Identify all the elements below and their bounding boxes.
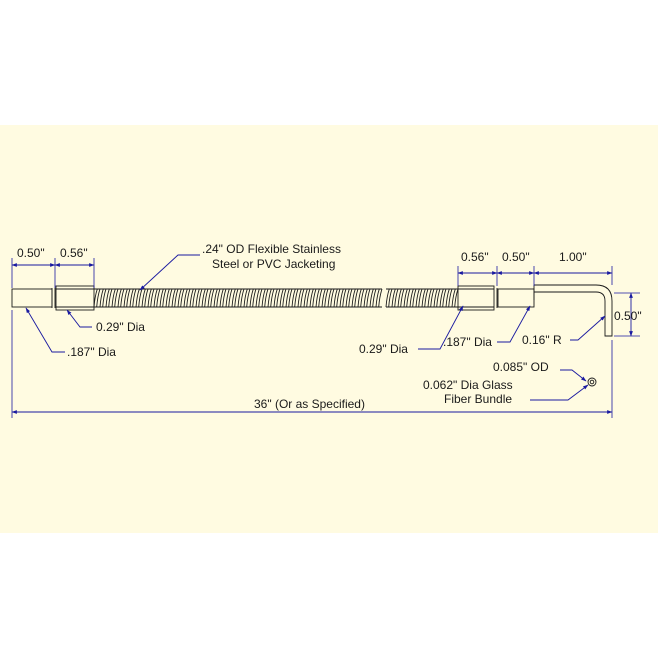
left-length-2-label: 0.56" — [60, 246, 88, 260]
right-dimensions — [418, 266, 640, 401]
coil-winding — [385, 288, 393, 308]
coil-winding — [153, 288, 161, 308]
bend-radius-label: 0.16" R — [522, 333, 562, 347]
drawing-band — [0, 125, 658, 533]
coil-winding — [219, 288, 227, 308]
coil-winding — [357, 288, 365, 308]
coil-winding — [273, 288, 281, 308]
coil-winding — [363, 288, 371, 308]
left-end-fitting — [11, 285, 95, 311]
coil-winding — [403, 288, 411, 308]
coil-winding — [309, 288, 317, 308]
coil-winding — [427, 288, 435, 308]
right-length-2-label: 0.50" — [502, 250, 530, 264]
coil-winding — [409, 288, 417, 308]
jacket-note-line2: Steel or PVC Jacketing — [212, 257, 335, 271]
coil-winding — [99, 288, 107, 308]
coil-winding — [231, 288, 239, 308]
coil-winding — [321, 288, 329, 308]
left-ferrule-dia-label: 0.29" Dia — [96, 320, 145, 334]
coil-winding — [177, 288, 185, 308]
bend-height-label: 0.50" — [614, 309, 642, 323]
coil-winding — [123, 288, 131, 308]
coil-winding — [159, 288, 167, 308]
od-label: 0.085" OD — [493, 360, 549, 374]
coil-winding — [201, 288, 209, 308]
coil-winding — [117, 288, 125, 308]
coil-winding — [327, 288, 335, 308]
coil-winding — [171, 288, 179, 308]
coil-winding — [189, 288, 197, 308]
overall-length-label: 36" (Or as Specified) — [254, 397, 365, 411]
coil-winding — [267, 288, 275, 308]
coil-winding — [237, 288, 245, 308]
coil-winding — [225, 288, 233, 308]
coil-winding — [421, 288, 429, 308]
coil-winding — [255, 288, 263, 308]
coil-winding — [297, 288, 305, 308]
coil-winding — [195, 288, 203, 308]
flexible-jacket-right — [385, 288, 459, 308]
coil-winding — [213, 288, 221, 308]
coil-winding — [183, 288, 191, 308]
right-end-fitting — [457, 284, 613, 337]
right-ferrule — [457, 285, 495, 311]
coil-winding — [315, 288, 323, 308]
bundle-note-line1: 0.062" Dia Glass — [423, 378, 513, 392]
coil-winding — [93, 288, 101, 308]
coil-winding — [165, 288, 173, 308]
jacket-note-line1: .24" OD Flexible Stainless — [202, 242, 341, 256]
left-tip-dia-label: .187" Dia — [67, 345, 116, 359]
coil-winding — [147, 288, 155, 308]
coil-winding — [291, 288, 299, 308]
coil-winding — [445, 288, 453, 308]
coil-winding — [351, 288, 359, 308]
bundle-note-line2: Fiber Bundle — [444, 392, 512, 406]
coil-winding — [391, 288, 399, 308]
coil-winding — [369, 288, 377, 308]
coil-winding — [339, 288, 347, 308]
coil-winding — [375, 288, 383, 308]
right-length-3-label: 1.00" — [559, 250, 587, 264]
coil-winding — [129, 288, 137, 308]
fiber-end-view — [587, 377, 597, 387]
coil-winding — [439, 288, 447, 308]
right-length-1-label: 0.56" — [461, 250, 489, 264]
coil-winding — [207, 288, 215, 308]
coil-winding — [333, 288, 341, 308]
coil-winding — [243, 288, 251, 308]
coil-winding — [141, 288, 149, 308]
overall-length-dimension — [11, 310, 613, 418]
coil-winding — [105, 288, 113, 308]
coil-winding — [415, 288, 423, 308]
coil-winding — [249, 288, 257, 308]
left-length-1-label: 0.50" — [17, 246, 45, 260]
right-ferrule-dia-label: 0.29" Dia — [359, 342, 408, 356]
coil-winding — [433, 288, 441, 308]
coil-winding — [279, 288, 287, 308]
coil-winding — [397, 288, 405, 308]
left-ferrule — [55, 285, 95, 311]
coil-winding — [261, 288, 269, 308]
left-dimensions — [11, 254, 200, 353]
coil-winding — [303, 288, 311, 308]
fiber-bundle-bend — [534, 284, 613, 337]
coil-winding — [345, 288, 353, 308]
right-tip-dia-label: .187" Dia — [443, 335, 492, 349]
coil-winding — [111, 288, 119, 308]
coil-winding — [285, 288, 293, 308]
